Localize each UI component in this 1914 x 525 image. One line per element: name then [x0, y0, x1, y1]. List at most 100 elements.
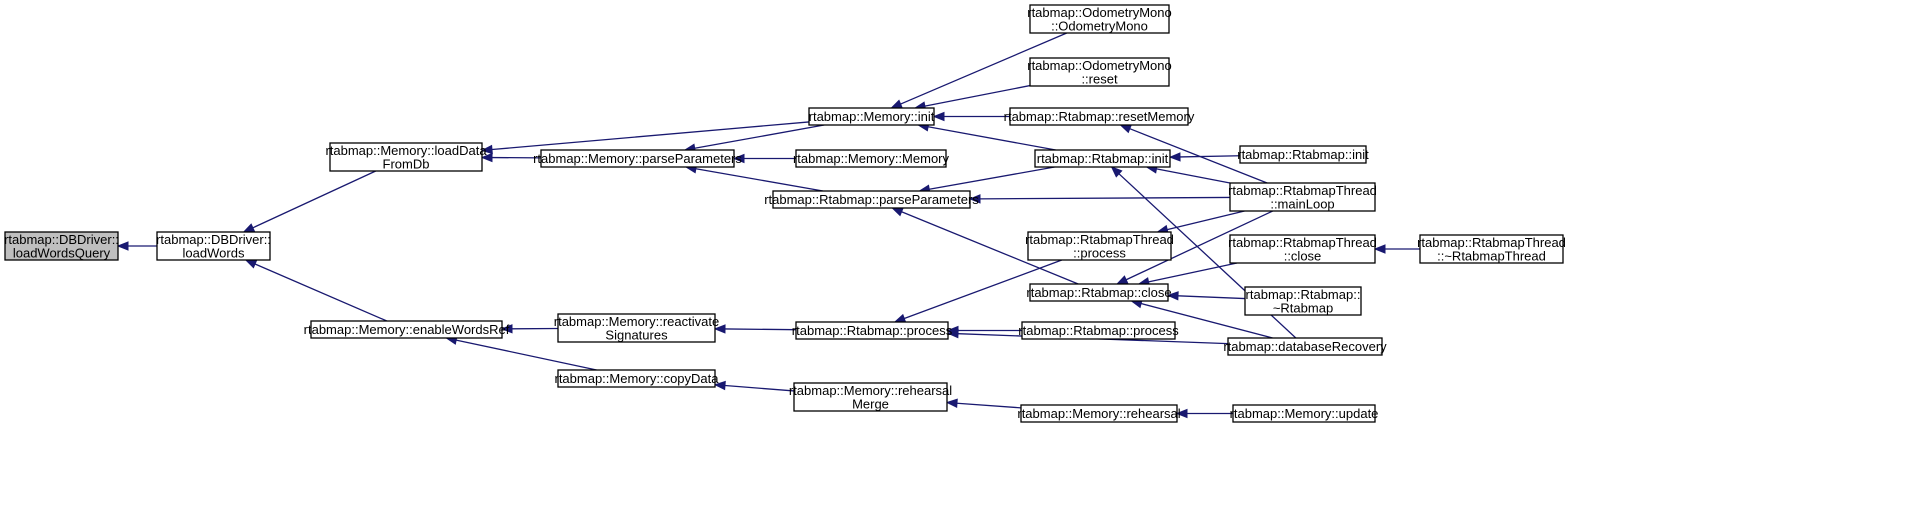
node-odometrymono-reset[interactable]: rtabmap::OdometryMono::reset [1027, 57, 1172, 87]
edge-rtabmap-resetmemory-to-memory-init [932, 111, 1010, 122]
edge-memory-enablewordsref-to-dbdriver-loadwords [244, 259, 388, 322]
node-rtabmap-parseparameters[interactable]: rtabmap::Rtabmap::parseParameters [764, 190, 979, 209]
node-rtabmap-destructor[interactable]: rtabmap::Rtabmap::~Rtabmap [1244, 286, 1362, 316]
arrowhead-icon [891, 207, 904, 217]
node-memory-parseparameters[interactable]: rtabmap::Memory::parseParameters [533, 149, 742, 168]
node-rtabmapthread-destructor[interactable]: rtabmap::RtabmapThread::~RtabmapThread [1417, 234, 1566, 264]
node-box [329, 142, 483, 172]
arrowhead-icon [1166, 291, 1179, 301]
node-label: rtabmap::databaseRecovery [1223, 339, 1387, 354]
edge-line [252, 170, 376, 229]
edge-rtabmap-process-to-memory-reactivatesignatures [713, 324, 797, 334]
arrowhead-icon [1110, 166, 1123, 178]
node-rtabmap-process[interactable]: rtabmap::Rtabmap::process [792, 321, 953, 340]
edge-line [1179, 155, 1241, 158]
node-box [1239, 145, 1367, 164]
node-box [1027, 231, 1172, 261]
edge-line [929, 166, 1055, 190]
edge-line [904, 259, 1063, 320]
node-label: ::reset [1081, 71, 1118, 86]
node-rtabmap-resetmemory[interactable]: rtabmap::Rtabmap::resetMemory [1004, 107, 1195, 126]
arrowhead-icon [1119, 124, 1132, 134]
edge-odometrymono-reset-to-memory-init [913, 84, 1031, 111]
arrowhead-icon [1373, 244, 1386, 254]
node-box [557, 313, 716, 343]
node-dbdriver-loadwordsquery[interactable]: rtabmap::DBDriver::loadWordsQuery [4, 231, 119, 261]
edge-memory-parseparameters-to-memory-loaddatafromdb [480, 152, 542, 163]
node-label: Signatures [605, 327, 668, 342]
arrowhead-icon [713, 324, 726, 334]
node-label: rtabmap::RtabmapThread [1228, 235, 1377, 250]
arrowhead-icon [946, 328, 959, 339]
edge-rtabmap-destructor-to-rtabmap-close [1166, 291, 1246, 301]
node-rtabmap-init2[interactable]: rtabmap::Rtabmap::init [1237, 145, 1369, 164]
edge-line [1118, 173, 1297, 339]
node-box [1227, 337, 1383, 356]
node-label: ::OdometryMono [1051, 18, 1148, 33]
node-box [1244, 286, 1362, 316]
node-label: rtabmap::RtabmapThread [1025, 232, 1174, 247]
node-label: rtabmap::DBDriver:: [156, 232, 271, 247]
node-label: rtabmap::Memory::init [809, 109, 935, 124]
arrowhead-icon [968, 194, 981, 204]
node-box [156, 231, 271, 261]
node-databaserecovery[interactable]: rtabmap::databaseRecovery [1223, 337, 1387, 356]
arrowhead-icon [713, 380, 726, 391]
edge-line [1177, 295, 1246, 300]
node-odometrymono-ctor[interactable]: rtabmap::OdometryMono::OdometryMono [1027, 4, 1172, 34]
edge-line [900, 32, 1068, 105]
node-box [795, 149, 947, 168]
nodes-layer: rtabmap::DBDriver::loadWordsQueryrtabmap… [4, 4, 1566, 423]
edge-rtabmap-init-to-rtabmap-parseparameters [918, 166, 1055, 194]
node-memory-update[interactable]: rtabmap::Memory::update [1230, 404, 1379, 423]
edge-line [1148, 262, 1238, 283]
node-label: rtabmap::OdometryMono [1027, 5, 1172, 20]
edge-line [927, 126, 1056, 151]
edge-line [695, 168, 824, 192]
edge-rtabmapthread-mainloop-to-rtabmap-init [1145, 164, 1231, 184]
node-box [793, 382, 948, 412]
edge-memory-rehearsal-to-memory-rehearsalmerge [945, 398, 1022, 409]
node-memory-copydata[interactable]: rtabmap::Memory::copyData [554, 369, 719, 388]
node-memory-init[interactable]: rtabmap::Memory::init [808, 107, 935, 126]
arrowhead-icon [1115, 275, 1129, 285]
node-box [540, 149, 735, 168]
node-memory-rehearsal[interactable]: rtabmap::Memory::rehearsal [1017, 404, 1181, 423]
node-box [557, 369, 716, 388]
node-dbdriver-loadwords[interactable]: rtabmap::DBDriver::loadWords [156, 231, 271, 261]
edge-memory-init-to-memory-loaddatafromdb [480, 121, 810, 155]
edge-memory-memory-to-memory-parseparameters [732, 153, 796, 164]
edge-memory-init-to-memory-parseparameters [683, 124, 825, 153]
edge-rtabmapthread-mainloop-to-rtabmap-close [1115, 210, 1273, 285]
node-memory-enablewordsref[interactable]: rtabmap::Memory::enableWordsRef [304, 320, 510, 339]
edge-line [1140, 302, 1273, 339]
arrowhead-icon [480, 144, 493, 155]
node-label: loadWordsQuery [13, 245, 111, 260]
node-rtabmap-process2[interactable]: rtabmap::Rtabmap::process [1018, 321, 1179, 340]
node-label: rtabmap::Rtabmap::parseParameters [764, 192, 979, 207]
node-rtabmapthread-process[interactable]: rtabmap::RtabmapThread::process [1025, 231, 1174, 261]
arrowhead-icon [945, 398, 958, 409]
node-box [1029, 283, 1169, 302]
node-label: rtabmap::RtabmapThread [1228, 183, 1377, 198]
node-box [772, 190, 971, 209]
edge-databaserecovery-to-rtabmap-init [1110, 166, 1297, 339]
node-label: rtabmap::RtabmapThread [1417, 235, 1566, 250]
node-box [1419, 234, 1564, 264]
node-rtabmapthread-mainloop[interactable]: rtabmap::RtabmapThread::mainLoop [1228, 182, 1377, 212]
node-label: rtabmap::OdometryMono [1027, 58, 1172, 73]
arrowhead-icon [732, 153, 745, 164]
node-rtabmap-init[interactable]: rtabmap::Rtabmap::init [1034, 149, 1171, 168]
node-memory-memory[interactable]: rtabmap::Memory::Memory [793, 149, 950, 168]
node-label: ::mainLoop [1270, 196, 1334, 211]
node-box [1020, 404, 1178, 423]
node-label: ~Rtabmap [1273, 300, 1333, 315]
node-rtabmapthread-close[interactable]: rtabmap::RtabmapThread::close [1228, 234, 1377, 264]
edge-line [491, 121, 810, 151]
node-label: rtabmap::Rtabmap::process [1018, 323, 1179, 338]
node-rtabmap-close[interactable]: rtabmap::Rtabmap::close [1026, 283, 1172, 302]
edge-line [1125, 210, 1273, 281]
